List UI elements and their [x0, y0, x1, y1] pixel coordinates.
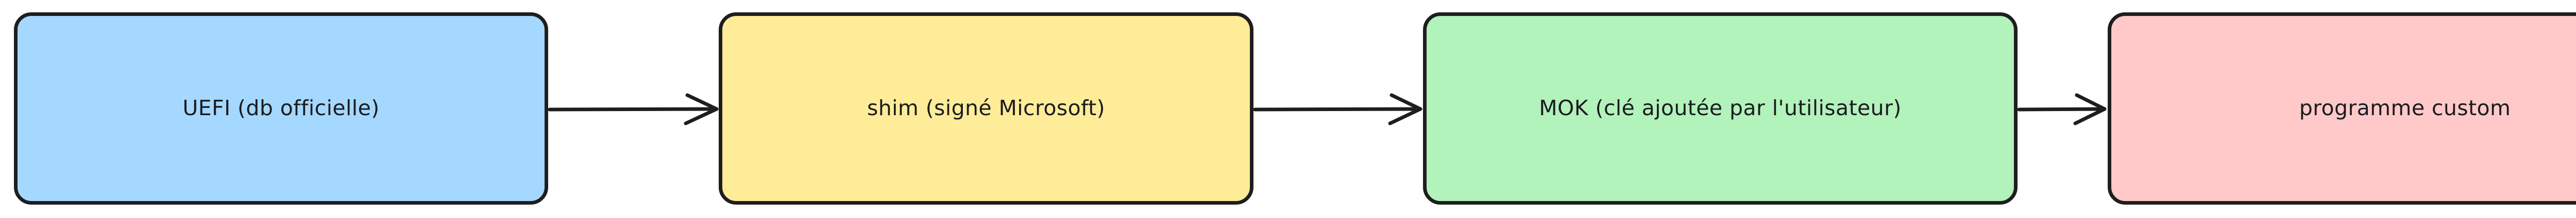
node-programme-custom-label: programme custom — [2299, 95, 2511, 120]
node-mok-label: MOK (clé ajoutée par l'utilisateur) — [1539, 95, 1902, 120]
edge-shim-to-mok[interactable] — [1253, 77, 1424, 141]
arrow-right-icon — [1253, 93, 1422, 125]
node-uefi-label: UEFI (db officielle) — [182, 95, 380, 120]
node-mok[interactable]: MOK (clé ajoutée par l'utilisateur) — [1423, 12, 2018, 205]
edge-mok-to-custom[interactable] — [2017, 77, 2108, 141]
node-shim-label: shim (signé Microsoft) — [867, 95, 1106, 120]
node-shim[interactable]: shim (signé Microsoft) — [719, 12, 1253, 205]
edge-uefi-to-shim[interactable] — [548, 77, 720, 141]
node-programme-custom[interactable]: programme custom — [2108, 12, 2576, 205]
arrow-right-icon — [548, 93, 719, 125]
arrow-right-icon — [2017, 93, 2107, 125]
node-uefi[interactable]: UEFI (db officielle) — [14, 12, 548, 205]
